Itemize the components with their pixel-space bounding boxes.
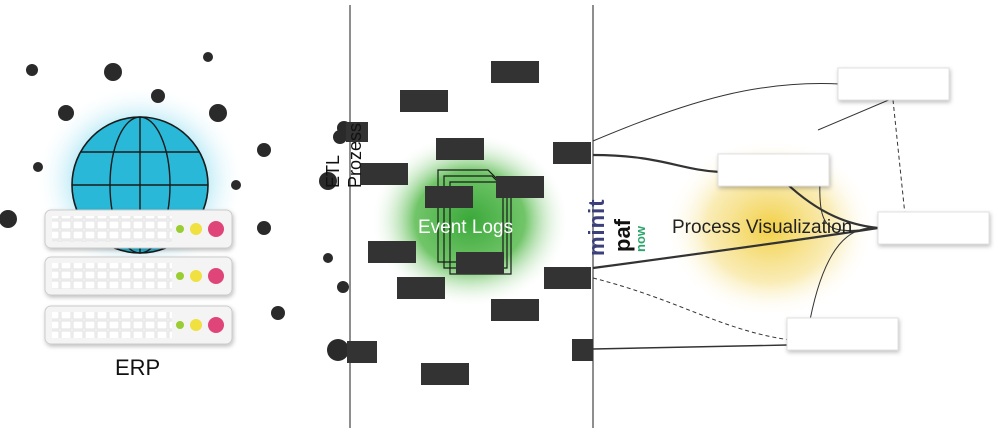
erp-label: ERP [115,355,161,380]
process-box [717,153,830,187]
server-icon [44,305,233,345]
event-logs-label: Event Logs [418,217,514,238]
process-boxes [717,67,990,351]
event-block [553,142,591,164]
event-block [425,186,473,208]
document-stack-icon [437,169,512,275]
process-box [786,317,899,351]
event-block [360,163,408,185]
etl-label-line2: Prozess [345,122,365,188]
event-block [491,299,539,321]
event-block [491,61,539,83]
event-block [397,277,445,299]
etl-process-label: ETL Prozess [322,123,366,188]
process-visualization-label: Process Visualization [672,217,853,238]
server-icon [44,209,233,249]
process-box [837,67,950,101]
event-block [572,339,593,361]
event-block [421,363,469,385]
event-block [368,241,416,263]
process-box [877,211,990,245]
server-icon [44,256,233,296]
event-block [496,176,544,198]
minit-logo: minit [584,198,610,256]
event-block [346,122,368,142]
event-block [436,138,484,160]
event-block [347,341,377,363]
etl-label-line1: ETL [323,154,343,188]
process-flow-lines [592,83,906,350]
event-blocks [346,61,593,385]
minit-logo-text: minit [584,198,609,256]
erp-data-dots [0,52,285,320]
event-block [544,267,591,289]
event-block [400,90,448,112]
event-block [456,252,504,274]
paf-now-logo: paf now [610,219,652,252]
